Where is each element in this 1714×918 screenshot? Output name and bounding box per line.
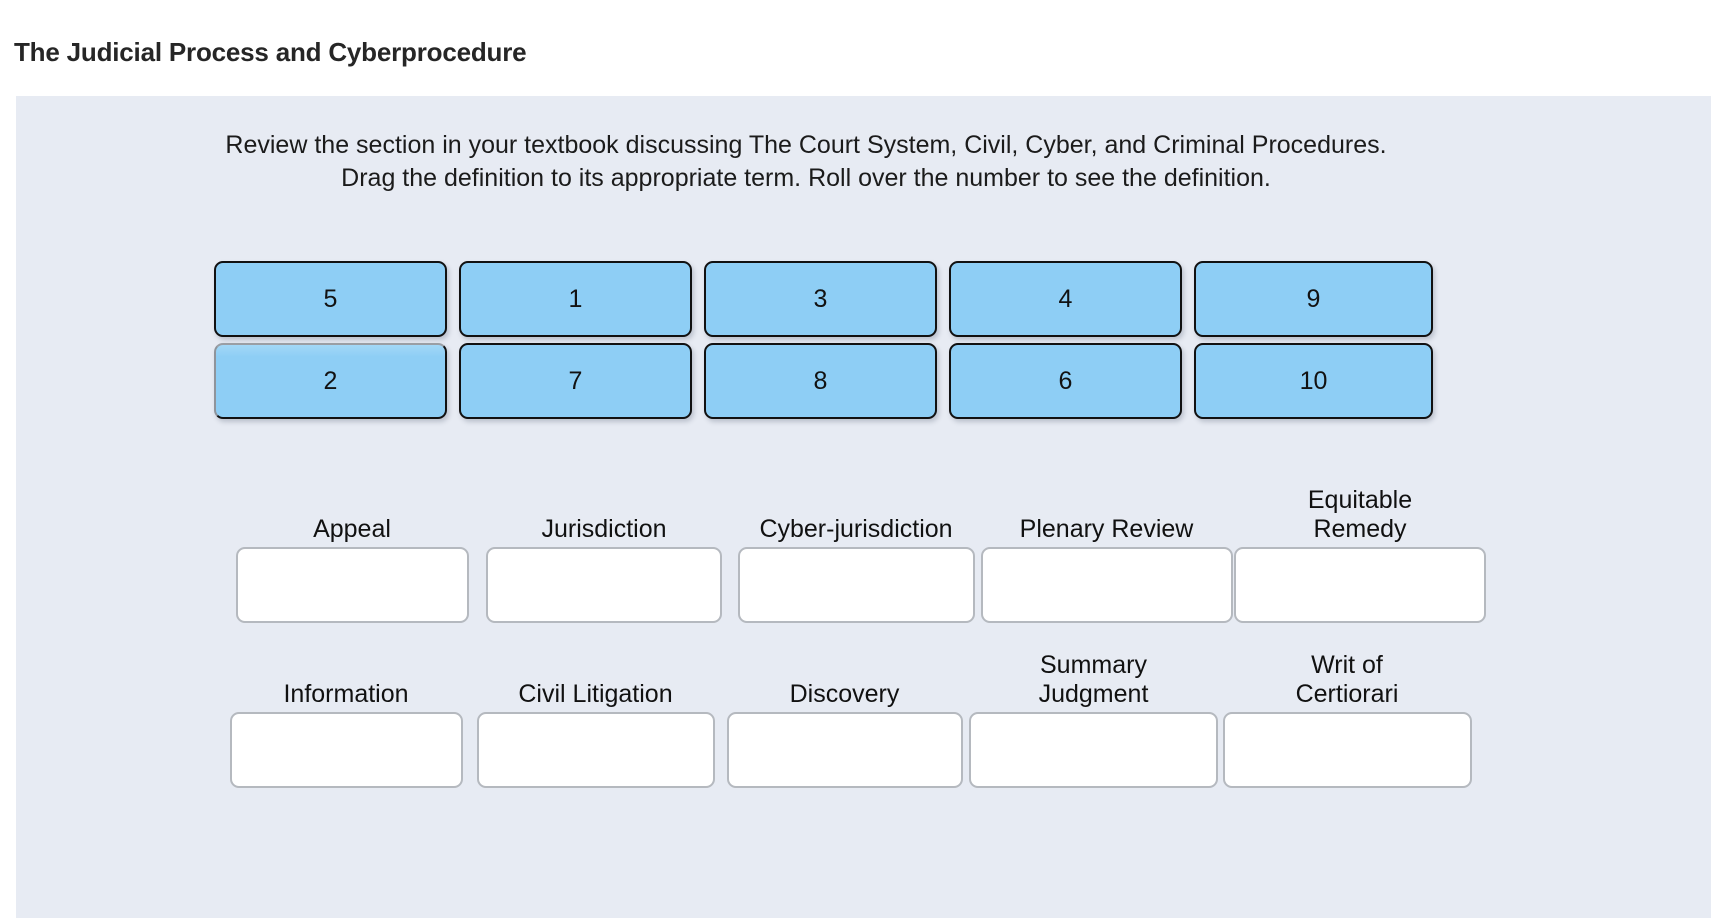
number-tile-10[interactable]: 10 (1194, 343, 1433, 419)
number-tile-1[interactable]: 1 (459, 261, 692, 337)
term-cell-appeal: Appeal (229, 515, 475, 623)
term-label-plenary-review: Plenary Review (1019, 515, 1194, 543)
term-cell-information: Information (224, 680, 468, 788)
number-tile-4[interactable]: 4 (949, 261, 1182, 337)
term-cell-writ-of-certiorari: Writ of Certiorari (1221, 651, 1473, 788)
dropzone-civil-litigation[interactable] (476, 712, 715, 788)
dropzone-discovery[interactable] (726, 712, 963, 788)
instructions: Review the section in your textbook disc… (16, 129, 1596, 195)
term-label-discovery: Discovery (789, 680, 900, 708)
number-tile-row-1: 5 1 3 4 9 (214, 261, 1433, 337)
number-tile-row-2: 2 7 8 6 10 (214, 343, 1433, 419)
term-label-writ-of-certiorari: Writ of Certiorari (1295, 651, 1399, 708)
term-label-jurisdiction: Jurisdiction (541, 515, 667, 543)
activity-panel: Review the section in your textbook disc… (16, 96, 1711, 918)
dropzone-writ-of-certiorari[interactable] (1222, 712, 1472, 788)
term-label-information: Information (283, 680, 409, 708)
instructions-line-1: Review the section in your textbook disc… (225, 131, 1387, 159)
number-tile-3[interactable]: 3 (704, 261, 937, 337)
number-tile-5[interactable]: 5 (214, 261, 447, 337)
term-cell-discovery: Discovery (723, 680, 966, 788)
dropzone-cyber-jurisdiction[interactable] (737, 547, 975, 623)
number-tile-2[interactable]: 2 (214, 343, 447, 419)
number-tile-8[interactable]: 8 (704, 343, 937, 419)
term-label-civil-litigation: Civil Litigation (518, 680, 673, 708)
term-cell-summary-judgment: Summary Judgment (966, 651, 1221, 788)
term-row-2: Information Civil Litigation Discovery S… (224, 651, 1473, 788)
dropzone-summary-judgment[interactable] (969, 712, 1218, 788)
term-cell-cyber-jurisdiction: Cyber-jurisdiction (733, 515, 979, 623)
dropzone-plenary-review[interactable] (980, 547, 1233, 623)
number-tile-9[interactable]: 9 (1194, 261, 1433, 337)
term-cell-plenary-review: Plenary Review (979, 515, 1234, 623)
number-tile-7[interactable]: 7 (459, 343, 692, 419)
term-row-1: Appeal Jurisdiction Cyber-jurisdiction P… (229, 486, 1486, 623)
term-label-summary-judgment: Summary Judgment (1038, 651, 1149, 708)
term-cell-civil-litigation: Civil Litigation (468, 680, 723, 788)
term-label-appeal: Appeal (313, 515, 391, 543)
dropzone-information[interactable] (229, 712, 463, 788)
dropzone-appeal[interactable] (235, 547, 469, 623)
dropzone-equitable-remedy[interactable] (1234, 547, 1486, 623)
term-label-equitable-remedy: Equitable Remedy (1307, 486, 1413, 543)
number-tile-6[interactable]: 6 (949, 343, 1182, 419)
page-title: The Judicial Process and Cyberprocedure (14, 37, 527, 68)
instructions-line-2: Drag the definition to its appropriate t… (341, 164, 1271, 192)
number-tile-grid: 5 1 3 4 9 2 7 8 6 10 (214, 261, 1433, 425)
term-cell-equitable-remedy: Equitable Remedy (1234, 486, 1486, 623)
term-cell-jurisdiction: Jurisdiction (475, 515, 733, 623)
term-label-cyber-jurisdiction: Cyber-jurisdiction (759, 515, 953, 543)
dropzone-jurisdiction[interactable] (486, 547, 722, 623)
